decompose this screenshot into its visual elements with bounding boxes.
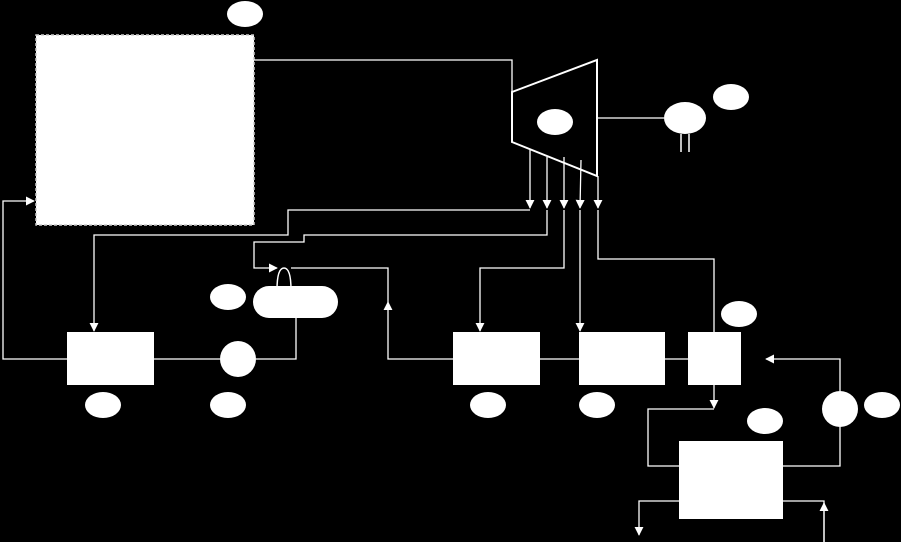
label-ovals — [85, 1, 900, 434]
reheat-line — [89, 209, 530, 332]
heater-1 — [67, 332, 154, 385]
heater-3 — [579, 332, 665, 385]
oval-heater4-callout — [721, 301, 757, 327]
oval-generator-callout — [713, 84, 749, 110]
heater-4 — [688, 332, 741, 385]
pump-feedwater — [220, 341, 256, 377]
condenser — [679, 441, 783, 519]
oval-pump-callout — [210, 392, 246, 418]
flow-lines — [2, 59, 841, 542]
pump-cooling — [822, 391, 858, 427]
deaerator — [253, 267, 338, 318]
generator — [664, 102, 706, 152]
boiler — [35, 34, 255, 226]
oval-turbine-callout — [537, 109, 573, 135]
oval-heater2-callout — [470, 392, 506, 418]
oval-deaerator-callout — [210, 284, 246, 310]
feedwater-line — [2, 196, 67, 360]
oval-boiler-callout — [227, 1, 263, 27]
oval-heater1-callout — [85, 392, 121, 418]
oval-condenser-callout — [747, 408, 783, 434]
oval-heater3-callout — [579, 392, 615, 418]
main-steam-line — [254, 59, 513, 92]
oval-cooling-callout — [864, 392, 900, 418]
heater-2 — [453, 332, 540, 385]
